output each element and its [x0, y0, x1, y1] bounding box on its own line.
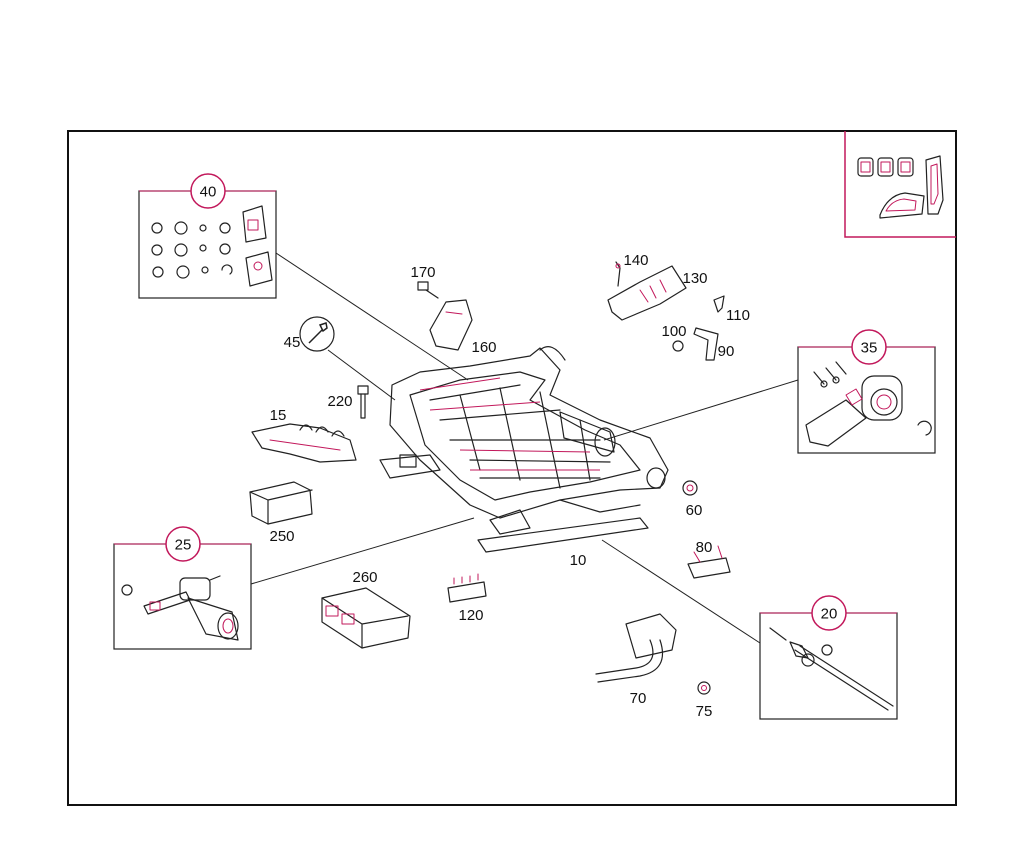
- cover-130[interactable]: [607, 265, 687, 321]
- callout-leaders: [250, 252, 799, 644]
- hose-70[interactable]: [595, 613, 677, 683]
- seat-switch-icon: [857, 155, 944, 219]
- label-75: 75: [696, 703, 713, 720]
- clip-110[interactable]: [713, 295, 725, 313]
- hardware-set-40: [151, 205, 273, 287]
- label-140: 140: [623, 252, 648, 269]
- label-15: 15: [270, 407, 287, 424]
- label-80: 80: [696, 539, 713, 556]
- label-60: 60: [686, 502, 703, 519]
- connector-120[interactable]: [447, 573, 487, 603]
- control-unit-260[interactable]: [321, 587, 411, 649]
- seat-frame-10[interactable]: [379, 346, 669, 553]
- spindle-20: [769, 627, 894, 711]
- seat-switch-inset[interactable]: [844, 131, 956, 238]
- label-120: 120: [458, 607, 483, 624]
- label-70: 70: [630, 690, 647, 707]
- label-260: 260: [352, 569, 377, 586]
- label-250: 250: [269, 528, 294, 545]
- label-130: 130: [682, 270, 707, 287]
- cushion-15[interactable]: [251, 423, 357, 463]
- label-10: 10: [570, 552, 587, 569]
- label-220: 220: [327, 393, 352, 410]
- nut-100[interactable]: [672, 340, 684, 352]
- callout-label-20: 20: [821, 606, 838, 623]
- callout-label-35: 35: [861, 340, 878, 357]
- label-170: 170: [410, 264, 435, 281]
- screw-60[interactable]: [682, 480, 698, 496]
- bracket-90[interactable]: [693, 327, 719, 361]
- diagram-frame: [67, 130, 957, 806]
- motor-25: [121, 575, 239, 641]
- label-110: 110: [726, 307, 750, 324]
- label-160: 160: [471, 339, 496, 356]
- module-250[interactable]: [249, 481, 313, 525]
- wrench-icon: [299, 316, 335, 352]
- label-90: 90: [718, 343, 735, 360]
- callout-label-40: 40: [200, 184, 217, 201]
- callout-box-20[interactable]: 20: [759, 595, 898, 720]
- bracket-160[interactable]: [429, 299, 473, 351]
- part-labels: 10 15 45 60 70 75 80 90 100 110 120 130 …: [269, 252, 749, 720]
- clip-80[interactable]: [687, 545, 731, 579]
- callout-box-35[interactable]: 35: [797, 329, 936, 454]
- label-100: 100: [661, 323, 686, 340]
- clip-140[interactable]: [615, 261, 621, 287]
- callout-box-40[interactable]: 40: [138, 173, 277, 299]
- bolt-220[interactable]: [357, 385, 369, 419]
- bolt-170[interactable]: [417, 281, 439, 299]
- callout-label-25: 25: [175, 537, 192, 554]
- seat-frame-accents: [419, 377, 600, 471]
- label-45: 45: [284, 334, 301, 351]
- screw-75[interactable]: [697, 681, 711, 695]
- motor-35: [805, 361, 932, 447]
- callout-box-25[interactable]: 25: [113, 526, 252, 650]
